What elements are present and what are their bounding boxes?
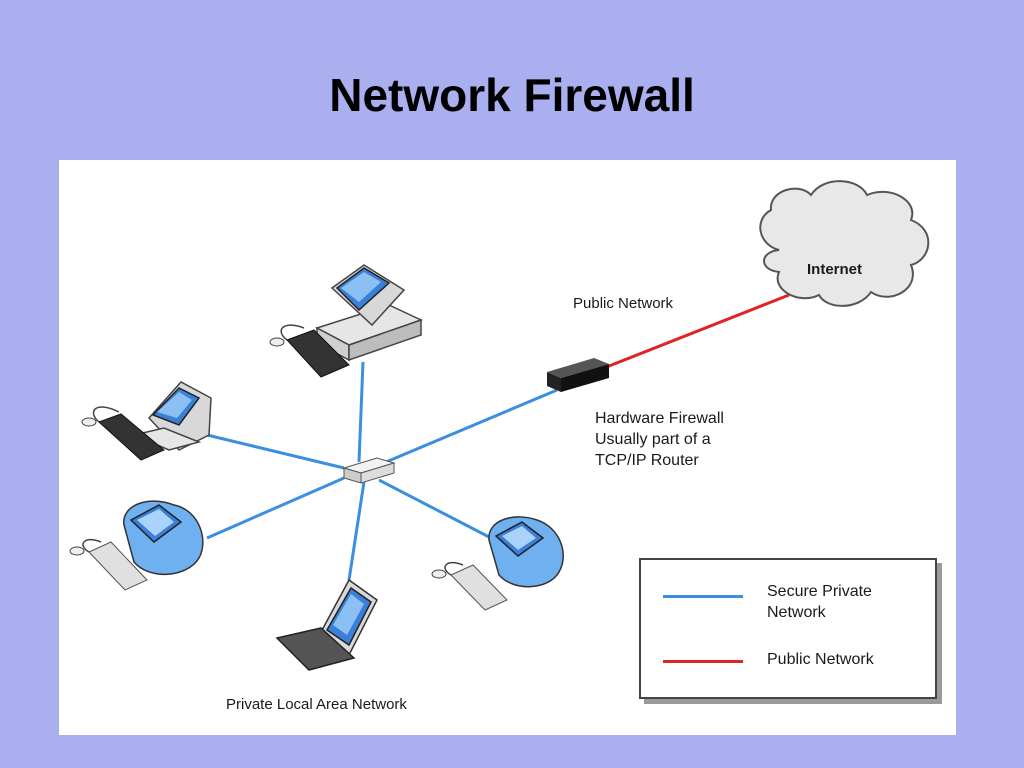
firewall-label-line3: TCP/IP Router — [595, 452, 699, 469]
firewall-label-line2: Usually part of a — [595, 431, 711, 448]
hub-to-top-computer-link — [357, 361, 365, 463]
hub-to-left-computer-link — [206, 433, 345, 470]
legend-secure-swatch — [663, 595, 743, 598]
diagram-panel: Internet Public Network Hardware Firewal… — [59, 160, 956, 735]
secure-links — [206, 361, 558, 581]
desktop-computer-icon — [269, 264, 423, 378]
legend-secure-line1: Secure Private — [767, 583, 872, 600]
firewall-router-icon — [547, 358, 609, 392]
network-diagram — [69, 180, 930, 671]
cloud-icon — [759, 180, 930, 307]
hub-to-firewall-link — [366, 388, 558, 472]
imac-computer-icon — [431, 516, 564, 611]
hub-to-left-imac-link — [206, 476, 345, 540]
private-lan-label: Private Local Area Network — [226, 696, 407, 713]
network-hub-icon — [342, 457, 396, 484]
slide-title: Network Firewall — [329, 69, 695, 121]
legend-public-label: Public Network — [767, 651, 874, 668]
internet-label: Internet — [807, 261, 863, 278]
laptop-icon — [275, 578, 378, 671]
legend-public-swatch — [663, 660, 743, 663]
legend: Secure Private Network Public Network — [639, 558, 937, 699]
imac-computer-icon — [69, 500, 204, 591]
public-network-label: Public Network — [573, 295, 674, 312]
firewall-to-internet-link — [603, 293, 790, 370]
firewall-label-line1: Hardware Firewall — [595, 410, 724, 427]
hub-to-right-imac-link — [378, 478, 492, 540]
legend-secure-line2: Network — [767, 604, 826, 621]
hub-to-laptop-link — [347, 481, 366, 581]
desktop-computer-icon — [81, 381, 212, 461]
